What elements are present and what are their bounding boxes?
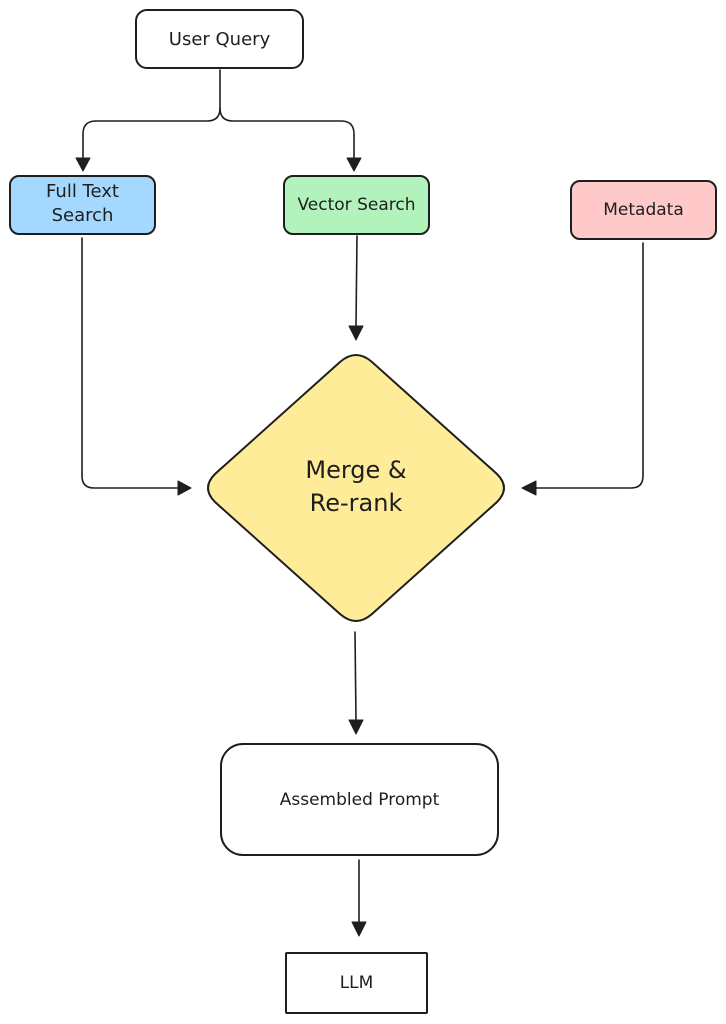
arrowhead-fulltext-icon	[75, 157, 91, 172]
node-merge-rerank: Merge & Re-rank	[207, 354, 505, 622]
node-llm: LLM	[285, 952, 428, 1014]
assembled-prompt-box	[220, 743, 499, 856]
node-full-text-search: Full Text Search	[9, 175, 156, 235]
vector-search-label: Vector Search	[298, 195, 416, 215]
full-text-search-box	[9, 175, 156, 235]
arrowhead-vector-icon	[346, 157, 362, 172]
assembled-prompt-label: Assembled Prompt	[280, 790, 440, 810]
arrowhead-prompt-icon	[348, 719, 364, 735]
node-assembled-prompt: Assembled Prompt	[220, 743, 499, 856]
edges	[75, 69, 644, 937]
llm-box	[285, 952, 428, 1014]
merge-rerank-label-line2: Re-rank	[310, 489, 403, 517]
arrowhead-merge-left-icon	[177, 480, 192, 496]
merge-rerank-diamond	[207, 354, 505, 622]
full-text-search-label-line1: Full Text	[46, 181, 119, 202]
node-metadata: Metadata	[570, 180, 717, 240]
user-query-label: User Query	[169, 29, 271, 50]
edge-merge-to-prompt	[354, 631, 357, 721]
edge-vector-to-merge	[355, 235, 358, 327]
full-text-search-label-line2: Search	[52, 205, 114, 226]
arrowhead-merge-top-icon	[348, 325, 364, 341]
metadata-box	[570, 180, 717, 240]
edge-metadata-to-merge	[535, 242, 644, 489]
vector-search-box	[283, 175, 430, 235]
node-user-query: User Query	[135, 9, 304, 69]
edge-fulltext-to-merge	[81, 237, 179, 489]
node-vector-search: Vector Search	[283, 175, 430, 235]
metadata-label: Metadata	[603, 200, 684, 220]
edge-query-to-fulltext	[82, 69, 221, 159]
edge-query-to-vector	[219, 107, 355, 159]
merge-rerank-label-line1: Merge &	[305, 456, 406, 484]
llm-label: LLM	[340, 973, 374, 993]
arrowhead-llm-icon	[351, 921, 367, 937]
arrowhead-merge-right-icon	[521, 480, 537, 496]
user-query-box	[135, 9, 304, 69]
